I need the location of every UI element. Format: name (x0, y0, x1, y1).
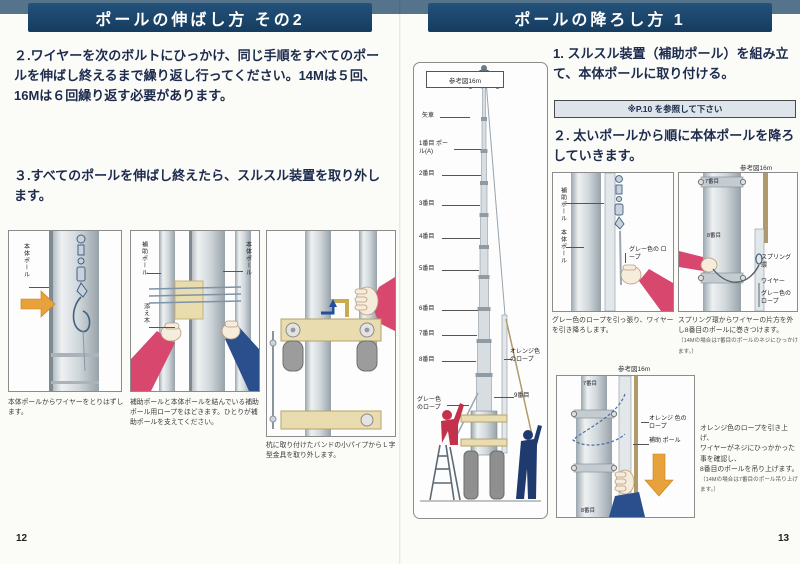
left-panel3-illustration (269, 231, 395, 436)
panel-c-ref-label: 参考図16m (618, 366, 651, 373)
right-panel-c-caption: オレンジ色のロープを引き上げ、 ワイヤーがネジにひっかかった事を確認し、 8番目… (700, 424, 800, 495)
right-panel-a-illustration (571, 173, 673, 311)
label-pole3: 3番目 (419, 201, 435, 207)
tall-figure-illustration (420, 65, 542, 502)
label-orange-rope: オレンジ色 のロープ (510, 349, 541, 363)
panel-b-spring-ring-label: スプリング 環 (761, 255, 792, 269)
leader-pole7 (442, 335, 477, 336)
panel2-main-pole-label: 本体ポール (244, 241, 251, 276)
leader-pole6 (442, 310, 478, 311)
left-panel3-figure (266, 230, 396, 437)
right-page-title: ポールの降ろし方 1 (514, 11, 686, 29)
label-pole1: 1番目 ポール(A) (419, 141, 449, 155)
left-step2-text: ２.ワイヤーを次のボルトにひっかけ、同じ手順をすべてのポールを伸ばし終えるまで繰… (14, 48, 380, 104)
panel1-leader-line (29, 287, 49, 288)
panel-a-leader-aux (566, 203, 604, 204)
label-pole6: 6番目 (419, 306, 435, 312)
panel-c-caption-note: （14Mの場合は7番目のポール吊り上げます。） (700, 476, 798, 494)
panel-c-pole8-tag: 8番目 (581, 508, 596, 514)
tall-figure-ref-box: 参考図16m (426, 71, 504, 88)
right-step2-text: ２. 太いポールから順に本体ポールを降ろしていきます。 (553, 128, 795, 164)
left-page-number: 12 (16, 533, 28, 544)
panel-c-orange-rope-label: オレンジ 色のロープ (649, 416, 687, 430)
panel-b-caption-text: スプリング環からワイヤーの片方を外し8番目のポールに巻きつけます。 (678, 317, 794, 335)
label-yaguruma: 矢車 (422, 113, 435, 119)
right-panel-c-figure: 7番目 8番目 オレンジ 色のロープ 補助 ポール (556, 375, 695, 518)
panel2-aux-pole-label: 補助ポール (140, 241, 147, 276)
page-fold (399, 0, 401, 564)
panel-b-ref-label: 参考図16m (740, 165, 773, 172)
leader-pole2 (442, 175, 481, 176)
label-pole4: 4番目 (419, 234, 435, 240)
right-header-bar: ポールの降ろし方 1 (428, 3, 772, 32)
label-gray-rope: グレー色 のロープ (417, 397, 442, 411)
panel-a-main-pole-label: 本体ポール (559, 229, 566, 264)
right-page-number: 13 (778, 533, 790, 544)
right-panel-b-figure: 7番目 8番目 スプリング 環 ワイヤー グレー色の ロープ (678, 172, 798, 312)
right-panel-a-figure: 補助ポール 本体ポール グレー色の ロープ (552, 172, 674, 312)
left-panel3-caption: 杭に取り付けたバンドの小パイプからＬ字型金具を取り外します。 (266, 442, 396, 460)
right-panel-a-caption: グレー色のロープを引っ張り、ワイヤーを引き降ろします。 (552, 317, 674, 335)
panel-b-caption-note: （14Mの場合は7番目のポールのネジにひっかけます。） (678, 338, 799, 355)
panel-a-leader-main (566, 247, 584, 248)
panel-a-leader-rope (625, 253, 626, 263)
leader-pole9 (494, 397, 514, 398)
leader-yaguruma (440, 117, 470, 118)
panel-c-pole7-tag: 7番目 (583, 381, 598, 387)
panel-b-pole8-tag: 8番目 (707, 233, 722, 239)
panel-c-leader-aux (633, 444, 649, 445)
panel-a-aux-pole-label: 補助ポール (559, 187, 566, 222)
left-panel1-illustration (20, 231, 99, 391)
panel-a-gray-rope-label: グレー色の ロープ (629, 247, 667, 261)
left-page-title: ポールの伸ばし方 その2 (95, 11, 305, 29)
label-pole7: 7番目 (419, 331, 435, 337)
panel-c-caption-line3: 8番目のポールを吊り上げます。 (700, 465, 799, 473)
leader-gray-rope (447, 405, 469, 406)
panel2-leader-main (223, 271, 243, 272)
left-header-bar: ポールの伸ばし方 その2 (28, 3, 372, 32)
left-panel2-caption: 補助ポールと本体ポールを結んでいる補助ポール用ロープをほどきます。ひとりが補助ポ… (130, 399, 259, 427)
panel-b-gray-rope-label: グレー色の ロープ (761, 291, 792, 305)
leader-pole5 (442, 270, 479, 271)
leader-pole3 (442, 205, 480, 206)
tall-figure-panel: 参考図16m 矢車 1番目 ポール(A) 2番目 3番目 4番目 5番目 6番目… (413, 62, 548, 519)
leader-pole8 (442, 361, 476, 362)
right-panel-b-caption: スプリング環からワイヤーの片方を外し8番目のポールに巻きつけます。 （14Mの場… (678, 316, 800, 357)
panel-c-leader-orange (641, 422, 649, 423)
label-pole8: 8番目 (419, 357, 435, 363)
panel-c-caption-line1: オレンジ色のロープを引き上げ、 (700, 425, 788, 443)
leader-orange-rope (504, 359, 512, 360)
right-panel-c-illustration (570, 376, 674, 517)
leader-pole1 (454, 149, 481, 150)
left-panel1-figure: 本体ポール (8, 230, 122, 392)
left-panel1-caption: 本体ポールからワイヤーをとりはずします。 (8, 399, 124, 417)
left-panel2-figure: 補助ポール 本体ポール 添え木 (130, 230, 260, 392)
panel-b-wire-label: ワイヤー (761, 279, 785, 285)
panel2-leader-spacer (149, 327, 175, 328)
panel-c-caption-line2: ワイヤーがネジにひっかかった事を確認し、 (700, 445, 795, 463)
panel2-leader-aux (147, 273, 161, 274)
panel1-main-pole-label: 本体ポール (22, 243, 29, 278)
left-step3-text: ３.すべてのポールを伸ばし終えたら、スルスル装置を取り外します。 (14, 168, 381, 204)
right-step1-text: 1. スルスル装置（補助ポール）を組み立て、本体ポールに取り付ける。 (553, 46, 789, 82)
panel-b-pole7-tag: 7番目 (705, 179, 720, 185)
label-pole5: 5番目 (419, 266, 435, 272)
left-panel2-illustration (131, 231, 259, 391)
reference-note-bar: ※P.10 を参照して下さい (554, 100, 796, 118)
right-panel-b-illustration (679, 173, 768, 311)
label-pole2: 2番目 (419, 171, 435, 177)
panel-c-aux-pole-label: 補助 ポール (649, 438, 681, 444)
label-pole9: 9番目 (514, 393, 530, 399)
leader-pole4 (442, 238, 480, 239)
panel2-spacer-label: 添え木 (142, 303, 149, 324)
